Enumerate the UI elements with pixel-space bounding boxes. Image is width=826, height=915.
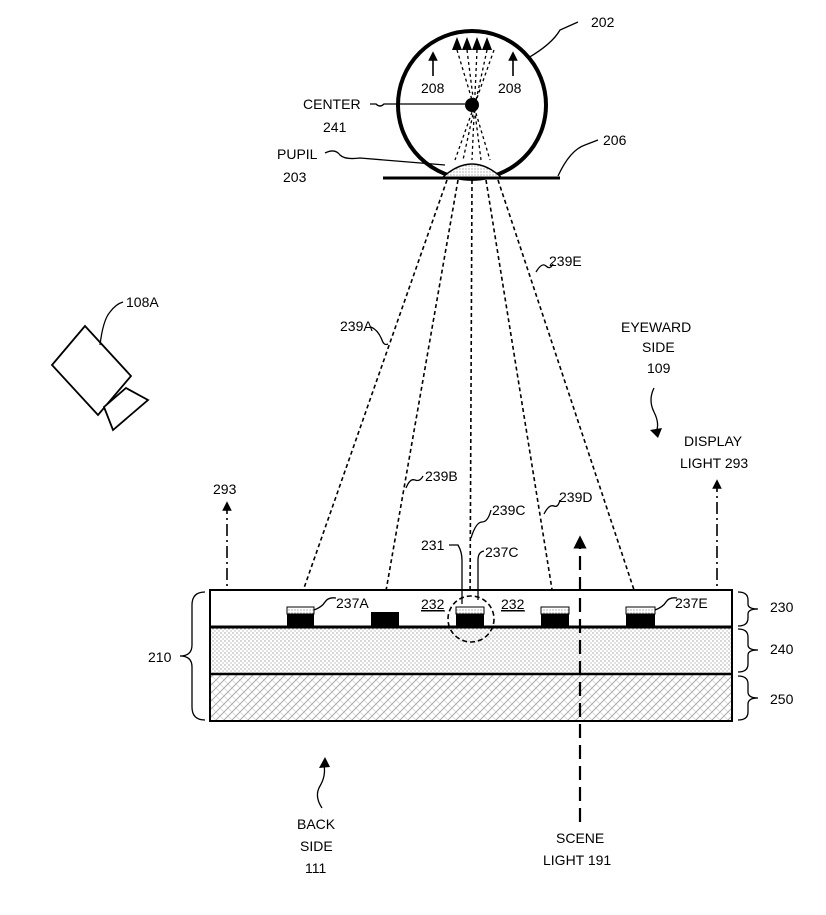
label-back-side: SIDE	[300, 838, 333, 854]
leader-237a	[313, 597, 337, 611]
label-232-right: 232	[501, 596, 525, 612]
leader-231	[449, 544, 463, 604]
label-back: BACK	[297, 816, 336, 832]
label-237a: 237A	[336, 595, 369, 611]
label-208-right: 208	[498, 80, 522, 96]
leader-239e	[535, 263, 554, 273]
layer-250	[209, 673, 733, 722]
right-braces	[737, 591, 759, 721]
label-230: 230	[770, 599, 794, 615]
eyeward-arrow	[650, 387, 659, 433]
label-108a: 108A	[126, 294, 159, 310]
camera-body	[50, 324, 133, 417]
label-203: 203	[283, 169, 307, 185]
emitters	[286, 606, 656, 627]
label-scene-light: LIGHT 191	[543, 852, 611, 868]
leader-206	[557, 139, 599, 177]
leader-202	[527, 21, 579, 59]
leader-center	[370, 103, 465, 107]
emitter-237d	[540, 606, 570, 626]
label-240: 240	[770, 641, 794, 657]
camera-lens	[102, 386, 150, 432]
leader-239b	[405, 475, 424, 489]
leader-239a	[370, 326, 389, 346]
label-237c: 237C	[485, 544, 518, 560]
label-231: 231	[421, 537, 445, 553]
leader-239c	[470, 509, 492, 539]
emitter-237c	[455, 606, 485, 626]
layer-240	[209, 626, 733, 675]
label-eyeward: EYEWARD	[621, 319, 691, 335]
left-brace-210	[179, 591, 206, 721]
rays-239	[296, 179, 641, 609]
emitter-237b	[371, 612, 399, 627]
label-239e: 239E	[549, 253, 582, 269]
ray-239c	[469, 179, 473, 609]
eyeward-arrowhead	[650, 428, 662, 438]
label-239c: 239C	[492, 502, 525, 518]
eye: 208 208	[396, 29, 548, 181]
label-display: DISPLAY	[684, 433, 743, 449]
label-center: CENTER	[303, 96, 361, 112]
label-232-left: 232	[421, 596, 445, 612]
retina-focus-arrows	[452, 37, 492, 50]
ray-239a	[296, 179, 448, 609]
ray-239b	[382, 179, 459, 609]
leader-239d	[543, 499, 561, 515]
label-241: 241	[323, 119, 347, 135]
emitter-237a	[286, 606, 315, 626]
label-eyeward-side: SIDE	[642, 339, 675, 355]
label-111: 111	[305, 860, 326, 876]
leader-237e	[654, 597, 678, 611]
label-109: 109	[647, 360, 671, 376]
label-210: 210	[148, 649, 172, 665]
label-scene: SCENE	[556, 830, 604, 846]
leader-237c	[477, 550, 485, 600]
pupil-lens	[440, 163, 504, 179]
label-208-left: 208	[421, 80, 445, 96]
center-point	[465, 98, 479, 112]
leader-108a	[99, 301, 124, 346]
ray-239e	[497, 179, 641, 609]
label-202: 202	[591, 14, 615, 30]
label-237e: 237E	[675, 595, 708, 611]
label-pupil: PUPIL	[277, 146, 318, 162]
highlight-circle-231	[447, 595, 495, 643]
camera: 108A	[50, 294, 159, 432]
leader-pupil	[324, 150, 446, 166]
label-293: 293	[213, 481, 237, 497]
label-display-light: LIGHT 293	[680, 455, 748, 471]
label-239b: 239B	[425, 468, 458, 484]
label-250: 250	[770, 691, 794, 707]
label-239a: 239A	[340, 318, 373, 334]
label-239d: 239D	[559, 489, 592, 505]
emitter-237e	[625, 606, 656, 626]
backside-arrow	[316, 764, 326, 809]
backside-arrowhead	[319, 757, 330, 768]
label-206: 206	[603, 132, 627, 148]
ray-239d	[485, 179, 556, 609]
